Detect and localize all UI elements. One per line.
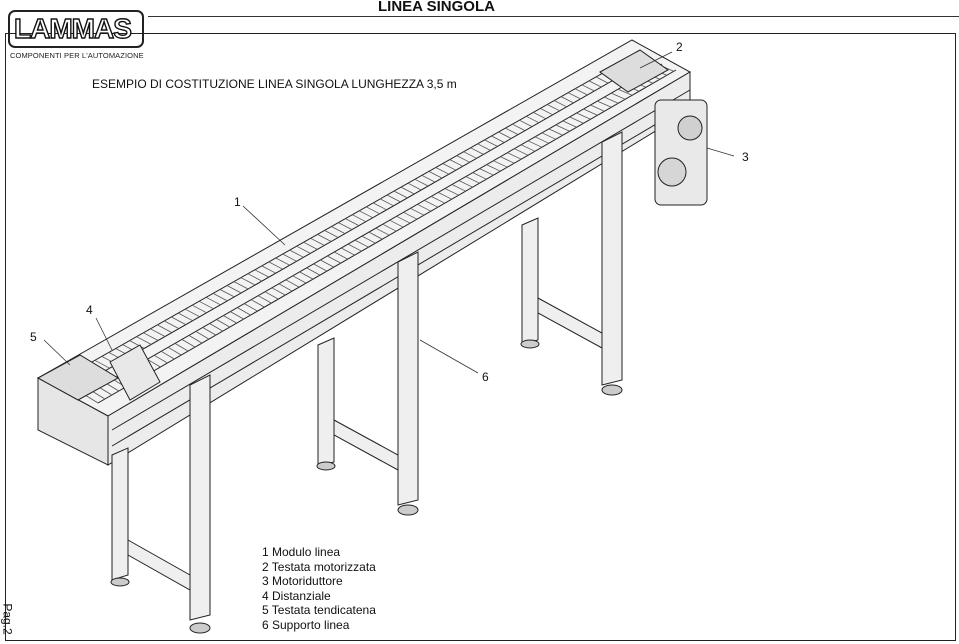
drawing-frame <box>5 33 956 641</box>
legend-item: 5 Testata tendicatena <box>262 603 376 617</box>
legend-item: 2 Testata motorizzata <box>262 559 376 574</box>
callout-5: 5 <box>30 330 37 344</box>
callout-1: 1 <box>234 195 241 209</box>
parts-legend: 1 Modulo linea 2 Testata motorizzata 3 M… <box>262 545 376 632</box>
legend-item: 1 Modulo linea <box>262 545 341 559</box>
legend-item: 6 Supporto linea <box>262 617 350 632</box>
callout-4: 4 <box>86 303 93 317</box>
company-logo: LAMMAS <box>8 10 148 52</box>
legend-item: 4 Distanziale <box>262 588 331 603</box>
callout-3: 3 <box>742 150 749 164</box>
drawing-caption: ESEMPIO DI COSTITUZIONE LINEA SINGOLA LU… <box>92 77 457 91</box>
page-number: Pag.2 <box>0 603 15 635</box>
page-title: LINEA SINGOLA <box>378 0 495 15</box>
header-rule <box>148 16 959 17</box>
callout-6: 6 <box>482 370 489 384</box>
logo-text: LAMMAS <box>13 12 132 44</box>
logo-border <box>8 10 144 48</box>
legend-item: 3 Motoriduttore <box>262 574 343 588</box>
callout-2: 2 <box>676 40 683 54</box>
logo-subtitle: COMPONENTI PER L'AUTOMAZIONE <box>10 51 144 60</box>
